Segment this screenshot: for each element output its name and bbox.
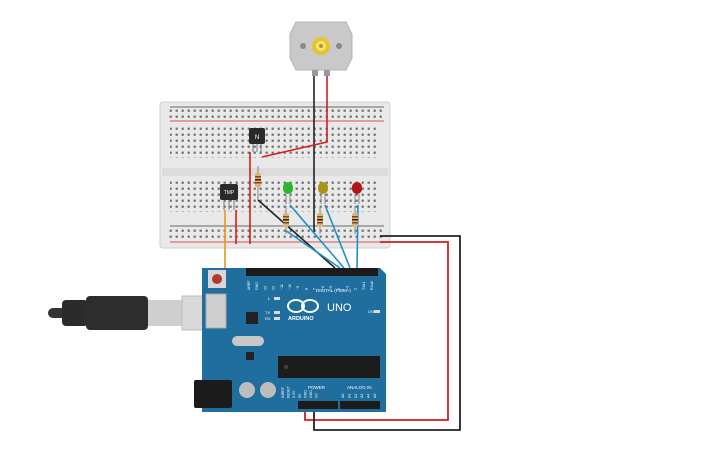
npn-label: N	[255, 135, 259, 141]
analog-header[interactable]	[340, 401, 380, 409]
led-red[interactable]	[352, 182, 362, 204]
yellow-led-signal-wire[interactable]	[324, 204, 351, 269]
digital-pin-label-13: 2	[354, 288, 358, 290]
ground-black-loop[interactable]	[313, 235, 461, 431]
resistor-yellow[interactable]	[317, 206, 323, 234]
rx-led-label: RX	[265, 316, 271, 321]
temperature-sensor[interactable]: TMP	[220, 184, 238, 210]
resistor-base[interactable]	[255, 166, 261, 200]
on-led-label: ON	[368, 309, 374, 314]
digital-pin-label-8: 7	[313, 288, 317, 290]
reset-button[interactable]	[212, 274, 222, 284]
digital-pin-label-2: 13	[263, 286, 267, 290]
analog-pin-label-5: A5	[373, 394, 377, 398]
analog-pin-label-0: A0	[341, 394, 345, 398]
power-pin-label-5: GND	[309, 390, 313, 398]
analog-pin-label-4: A4	[367, 394, 371, 398]
power-jack[interactable]	[194, 380, 232, 408]
analog-label: ANALOG IN	[347, 385, 372, 390]
resistor-green[interactable]	[283, 206, 289, 234]
digital-pin-label-15: RX◂0	[370, 281, 374, 290]
digital-label: DIGITAL (PWM~)	[316, 288, 351, 293]
digital-pin-label-1: GND	[255, 282, 259, 290]
power-red-loop[interactable]	[304, 241, 449, 421]
power-pin-label-4: GND	[303, 390, 307, 398]
analog-pin-label-1: A1	[347, 394, 351, 398]
digital-pin-label-11: 4	[337, 288, 341, 290]
digital-pin-label-9: ~6	[321, 286, 325, 290]
resistor-red[interactable]	[352, 206, 358, 234]
digital-pin-label-14: TX▸1	[362, 282, 366, 290]
digital-pin-label-4: ~11	[280, 284, 284, 290]
transistor-black-wire[interactable]	[257, 199, 336, 269]
tx-led-label: TX	[265, 310, 270, 315]
power-pin-label-0: IOREF	[281, 386, 285, 398]
power-pin-label-6: Vin	[315, 393, 319, 398]
led-green[interactable]	[283, 182, 293, 204]
breadboard[interactable]	[159, 101, 391, 249]
usb-cable[interactable]	[48, 295, 219, 331]
power-label: POWER	[308, 385, 326, 390]
microcontroller-chip	[278, 356, 380, 378]
power-pin-label-3: 5V	[298, 393, 302, 398]
power-header[interactable]	[298, 401, 338, 409]
digital-pin-label-3: 12	[272, 286, 276, 290]
arduino-brand: ARDUINO	[288, 316, 314, 322]
arduino-model: UNO	[327, 302, 352, 314]
digital-header[interactable]	[246, 268, 378, 276]
temperature-sensor-label: TMP	[224, 190, 235, 196]
led-yellow[interactable]	[318, 182, 328, 204]
analog-pin-label-2: A2	[354, 394, 358, 398]
power-pin-label-2: 3.3V	[292, 390, 296, 398]
resistor-signal-wire[interactable]	[284, 229, 341, 269]
arduino-logo	[287, 299, 319, 313]
arduino-uno-board[interactable]	[194, 268, 386, 412]
npn-transistor[interactable]: N	[249, 128, 265, 152]
analog-pin-label-3: A3	[360, 394, 364, 398]
digital-pin-labels: AREF GND 13 12 ~11 ~10 ~9 8 7 ~6 ~5 4 ~3 2 TX▸1 RX◂0	[247, 280, 374, 290]
l-led-label: L	[268, 296, 271, 301]
digital-pin-label-5: ~10	[288, 284, 292, 290]
power-pin-label-1: RESET	[287, 385, 291, 398]
green-led-signal-wire[interactable]	[289, 204, 345, 269]
digital-pin-label-7: 8	[304, 288, 308, 290]
digital-pin-label-6: ~9	[296, 286, 300, 290]
digital-pin-label-12: ~3	[345, 286, 349, 290]
dc-motor[interactable]	[289, 21, 353, 76]
digital-pin-label-10: ~5	[329, 286, 333, 290]
digital-pin-label-0: AREF	[247, 280, 251, 290]
motor-wire-red[interactable]	[261, 76, 328, 158]
